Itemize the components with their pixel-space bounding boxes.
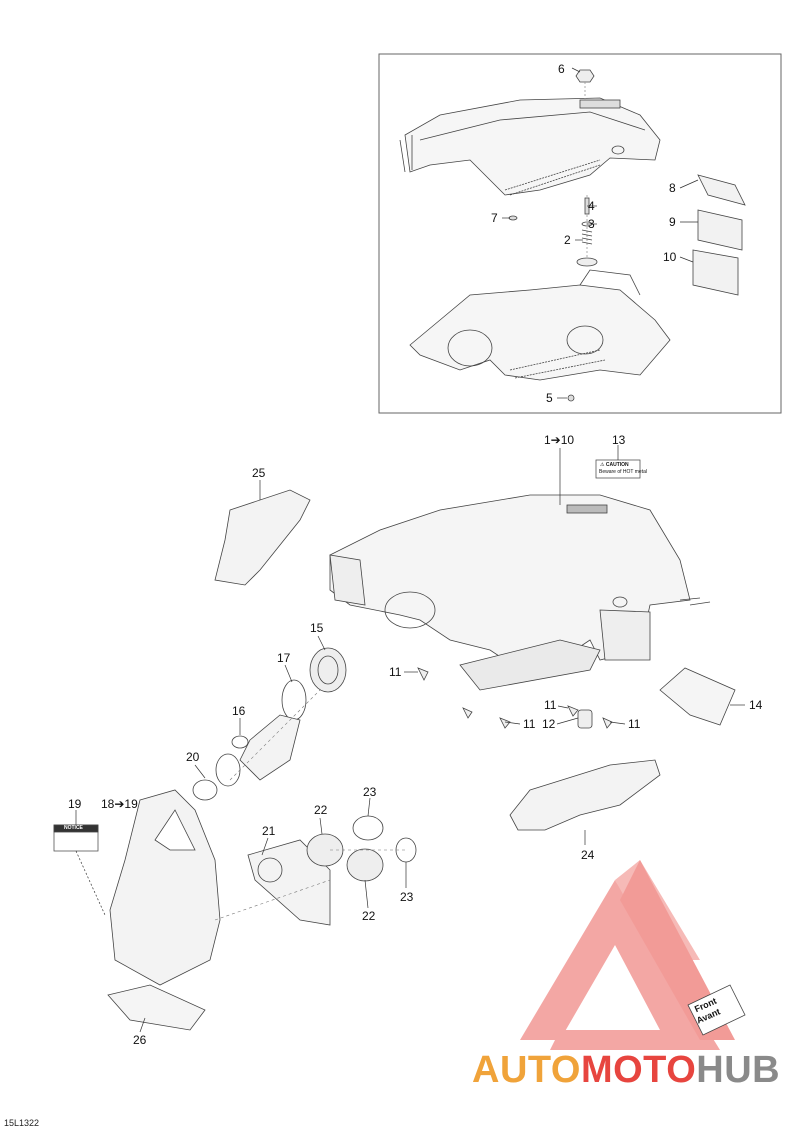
- caution-title: ⚠ CAUTION: [600, 462, 629, 468]
- foam-filter-set: [692, 174, 746, 296]
- airbox-cover-upper: [399, 97, 661, 196]
- callout-19: 19: [68, 797, 82, 811]
- callout-17: 17: [277, 651, 291, 665]
- callout-13: 13: [612, 433, 626, 447]
- duct-24: [509, 759, 661, 831]
- callout-12: 12: [542, 717, 556, 731]
- callout-25: 25: [252, 466, 266, 480]
- callout-9: 9: [669, 215, 676, 229]
- callout-14: 14: [749, 698, 763, 712]
- intake-components: [192, 647, 347, 801]
- callout-23b: 23: [400, 890, 414, 904]
- callout-24: 24: [581, 848, 595, 862]
- callout-10: 10: [663, 250, 677, 264]
- callout-11a: 11: [389, 665, 402, 679]
- heat-shield-14: [659, 667, 736, 726]
- lower-airbox-body: [109, 789, 221, 986]
- watermark-wordmark: AUTOMOTOHUB: [472, 1049, 780, 1092]
- caution-text: Beware of HOT metal: [599, 469, 647, 475]
- callout-5: 5: [546, 391, 553, 405]
- clips: [417, 667, 613, 729]
- callout-16: 16: [232, 704, 246, 718]
- watermark-part3: HUB: [696, 1049, 781, 1091]
- callout-23a: 23: [363, 785, 377, 799]
- watermark-logo-icon: [520, 860, 735, 1050]
- drawing-code: 15L1322: [4, 1118, 40, 1128]
- callout-26: 26: [133, 1033, 147, 1047]
- base-plate-26: [107, 984, 206, 1031]
- kit-frame: [378, 53, 782, 414]
- callout-4: 4: [588, 199, 595, 213]
- callout-11b: 11: [544, 698, 557, 712]
- watermark-part2: MOTO: [580, 1049, 697, 1091]
- callout-7: 7: [491, 211, 498, 225]
- airbox-assembly: [329, 494, 711, 691]
- front-marker: [687, 984, 746, 1036]
- callout-22b: 22: [362, 909, 376, 923]
- airbox-base-lower: [409, 269, 671, 381]
- callout-1-to-10: 1➔10: [544, 433, 575, 447]
- callout-6: 6: [558, 62, 565, 76]
- hardware-stack: [508, 69, 598, 402]
- callout-21: 21: [262, 824, 276, 838]
- assembly-lines: [214, 689, 405, 921]
- callout-11d: 11: [628, 717, 641, 731]
- callout-18-to-19: 18➔19: [101, 797, 138, 811]
- watermark-part1: AUTO: [472, 1049, 581, 1091]
- leader-lines: [75, 67, 745, 1033]
- side-duct-25: [214, 489, 311, 586]
- callout-2: 2: [564, 233, 571, 247]
- callout-3: 3: [588, 217, 595, 231]
- callout-22a: 22: [314, 803, 328, 817]
- callout-11c: 11: [523, 717, 536, 731]
- callout-20: 20: [186, 750, 200, 764]
- callout-8: 8: [669, 181, 676, 195]
- callout-15: 15: [310, 621, 324, 635]
- notice-title: NOTICE: [64, 825, 83, 831]
